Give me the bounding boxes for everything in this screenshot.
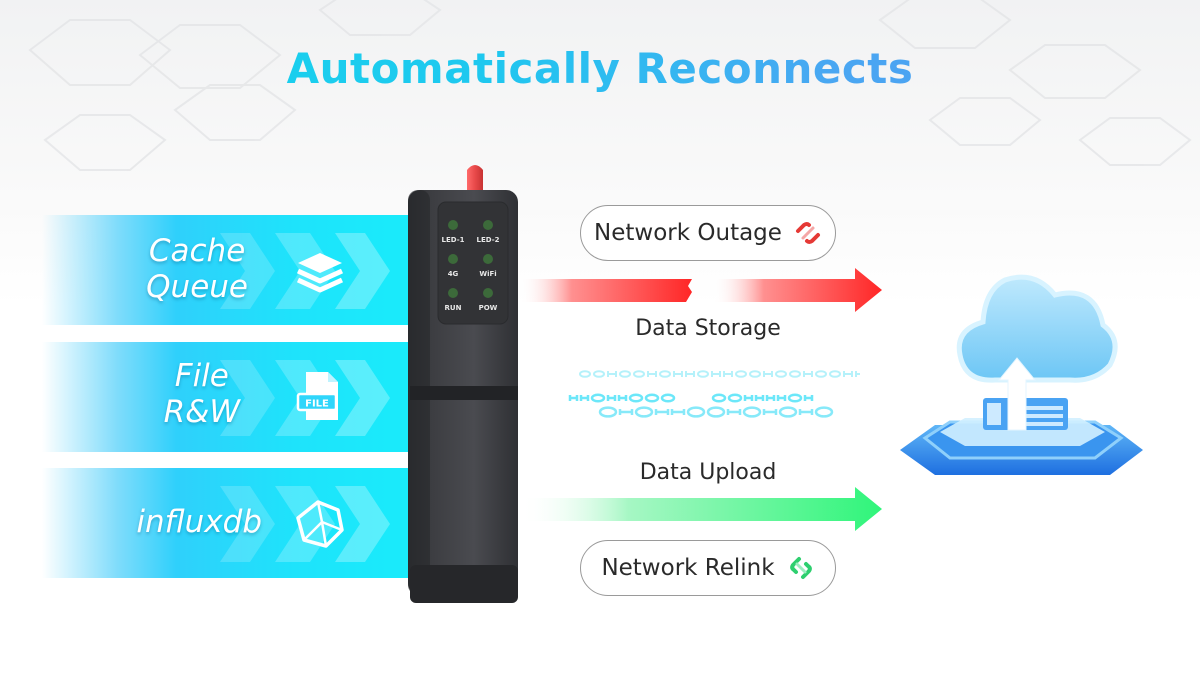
binary-data-stream-decoration <box>568 370 860 418</box>
data-storage-caption: Data Storage <box>635 316 781 341</box>
feature-label: File R&W <box>164 358 240 430</box>
binary-bit <box>618 409 634 415</box>
led-label: 4G <box>448 270 459 278</box>
led-label: WiFi <box>479 270 496 278</box>
feature-label: Cache Queue <box>146 233 248 305</box>
binary-bit <box>579 395 590 401</box>
binary-bit <box>735 370 747 378</box>
network-outage-label: Network Outage <box>594 220 782 246</box>
binary-bit <box>829 370 841 378</box>
feature-label-line2: Queue <box>146 269 248 305</box>
binary-bit <box>749 370 761 378</box>
feature-label-line2: R&W <box>163 394 240 430</box>
binary-bit <box>606 395 617 401</box>
binary-bit <box>617 395 628 401</box>
feature-band-file-rw: File R&W FILE <box>0 342 420 452</box>
binary-bit <box>644 393 660 403</box>
page-title: Automatically Reconnects <box>0 44 1200 93</box>
binary-bit <box>742 406 762 418</box>
binary-bit <box>706 406 726 418</box>
led-indicator <box>483 288 493 298</box>
binary-bit <box>686 406 706 418</box>
led-indicator <box>448 220 458 230</box>
binary-bit <box>727 393 743 403</box>
binary-bit <box>711 371 721 377</box>
feature-label-line1: File <box>174 358 229 394</box>
feature-label-line1: Cache <box>148 233 246 269</box>
binary-bit <box>815 370 827 378</box>
binary-bit <box>763 371 773 377</box>
binary-bit <box>803 395 814 401</box>
layers-stack-icon <box>296 253 344 293</box>
cloud-upload-server-icon <box>900 274 1143 475</box>
binary-bit <box>634 406 654 418</box>
led-indicator <box>483 254 493 264</box>
file-icon-text: FILE <box>305 399 329 410</box>
feature-band-cache-queue: Cache Queue <box>0 215 420 325</box>
binary-bit <box>660 393 676 403</box>
binary-bit <box>607 371 617 377</box>
binary-bit <box>670 409 686 415</box>
binary-bit <box>685 371 695 377</box>
binary-bit <box>593 370 605 378</box>
binary-bit <box>633 370 645 378</box>
network-outage-pill: Network Outage <box>580 205 836 261</box>
binary-bit <box>673 371 683 377</box>
binary-bit <box>726 409 742 415</box>
binary-bit <box>789 370 801 378</box>
binary-bit <box>787 393 803 403</box>
network-relink-label: Network Relink <box>601 555 775 581</box>
binary-bit <box>568 395 579 401</box>
feature-label-line1: influxdb <box>136 504 262 540</box>
antenna <box>467 165 483 192</box>
led-indicator <box>448 288 458 298</box>
broken-link-icon <box>795 222 820 244</box>
binary-bit <box>619 370 631 378</box>
binary-bit <box>723 371 733 377</box>
binary-bit <box>697 370 709 378</box>
binary-bit <box>762 409 778 415</box>
binary-bit <box>659 370 671 378</box>
led-label: LED-2 <box>477 236 500 244</box>
binary-bit <box>711 393 727 403</box>
file-icon: FILE <box>296 372 338 420</box>
binary-bit <box>843 371 853 377</box>
binary-bit <box>628 393 644 403</box>
binary-bit <box>775 370 787 378</box>
binary-bit <box>814 406 834 418</box>
binary-bit <box>654 409 670 415</box>
link-icon <box>789 557 812 579</box>
chevron-arrows-decoration <box>220 233 390 309</box>
binary-bit <box>579 370 591 378</box>
led-label: POW <box>479 304 498 312</box>
led-label: RUN <box>445 304 462 312</box>
binary-bit <box>590 393 606 403</box>
binary-bit <box>778 406 798 418</box>
binary-bit <box>754 395 765 401</box>
binary-bit <box>765 395 776 401</box>
binary-bit <box>798 409 814 415</box>
binary-bit <box>776 395 787 401</box>
led-label: LED-1 <box>442 236 465 244</box>
data-upload-caption: Data Upload <box>639 460 777 485</box>
feature-band-influxdb: influxdb <box>0 468 420 578</box>
network-relink-pill: Network Relink <box>580 540 836 596</box>
binary-bit <box>855 371 860 377</box>
binary-bit <box>743 395 754 401</box>
binary-bit <box>647 371 657 377</box>
feature-label: influxdb <box>136 504 262 540</box>
upload-arrow <box>520 487 882 531</box>
influxdb-polyhedron-icon <box>296 500 344 548</box>
binary-bit <box>598 406 618 418</box>
led-indicator <box>483 220 493 230</box>
binary-bit <box>803 371 813 377</box>
outage-arrow <box>520 268 882 312</box>
led-indicator <box>448 254 458 264</box>
